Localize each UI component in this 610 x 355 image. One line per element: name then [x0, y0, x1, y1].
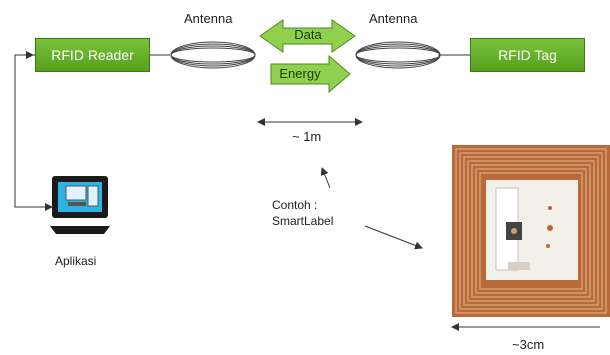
example-line2: SmartLabel: [272, 214, 334, 228]
left-antenna-coil: [170, 41, 256, 69]
energy-arrow: [270, 54, 351, 94]
app-label: Aplikasi: [55, 254, 97, 268]
rfid-tag-box: RFID Tag: [470, 38, 585, 72]
smartlabel-image: [452, 145, 610, 317]
computer-icon: [50, 176, 110, 234]
example-pointer-chip: [364, 225, 423, 250]
antenna-left-label: Antenna: [184, 11, 233, 26]
right-antenna-coil: [355, 41, 441, 69]
energy-label: Energy: [279, 66, 321, 81]
data-label: Data: [294, 27, 322, 42]
antenna-right-label: Antenna: [369, 11, 418, 26]
rfid-reader-box: RFID Reader: [35, 38, 150, 72]
chip-size-label: ~3cm: [512, 337, 545, 352]
reader-app-connector: [14, 54, 53, 211]
example-line1: Contoh :: [272, 198, 318, 212]
example-pointer-up: [320, 167, 331, 189]
data-double-arrow: [259, 19, 356, 53]
distance-label: ~ 1m: [292, 129, 322, 144]
